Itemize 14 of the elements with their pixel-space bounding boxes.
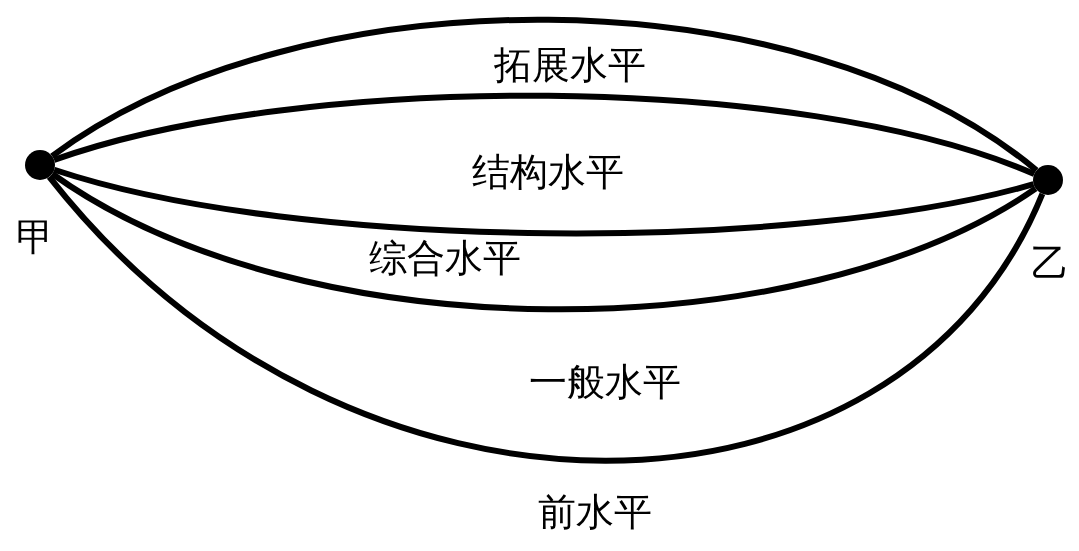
- curve-line: [50, 171, 1038, 313]
- end-dot: [1033, 165, 1063, 195]
- curve-label: 拓展水平: [494, 46, 646, 84]
- point-label: 甲: [16, 218, 54, 256]
- curve-line: [47, 174, 1045, 464]
- curve-label: 前水平: [538, 493, 652, 531]
- curve-line: [50, 17, 1039, 173]
- end-dot: [25, 150, 55, 180]
- curve-line: [53, 92, 1036, 177]
- curve-label: 结构水平: [472, 153, 624, 191]
- curve-label: 综合水平: [369, 239, 521, 277]
- point-label: 乙: [1031, 244, 1069, 282]
- curve-label: 一般水平: [529, 363, 681, 401]
- curve-line: [53, 166, 1035, 237]
